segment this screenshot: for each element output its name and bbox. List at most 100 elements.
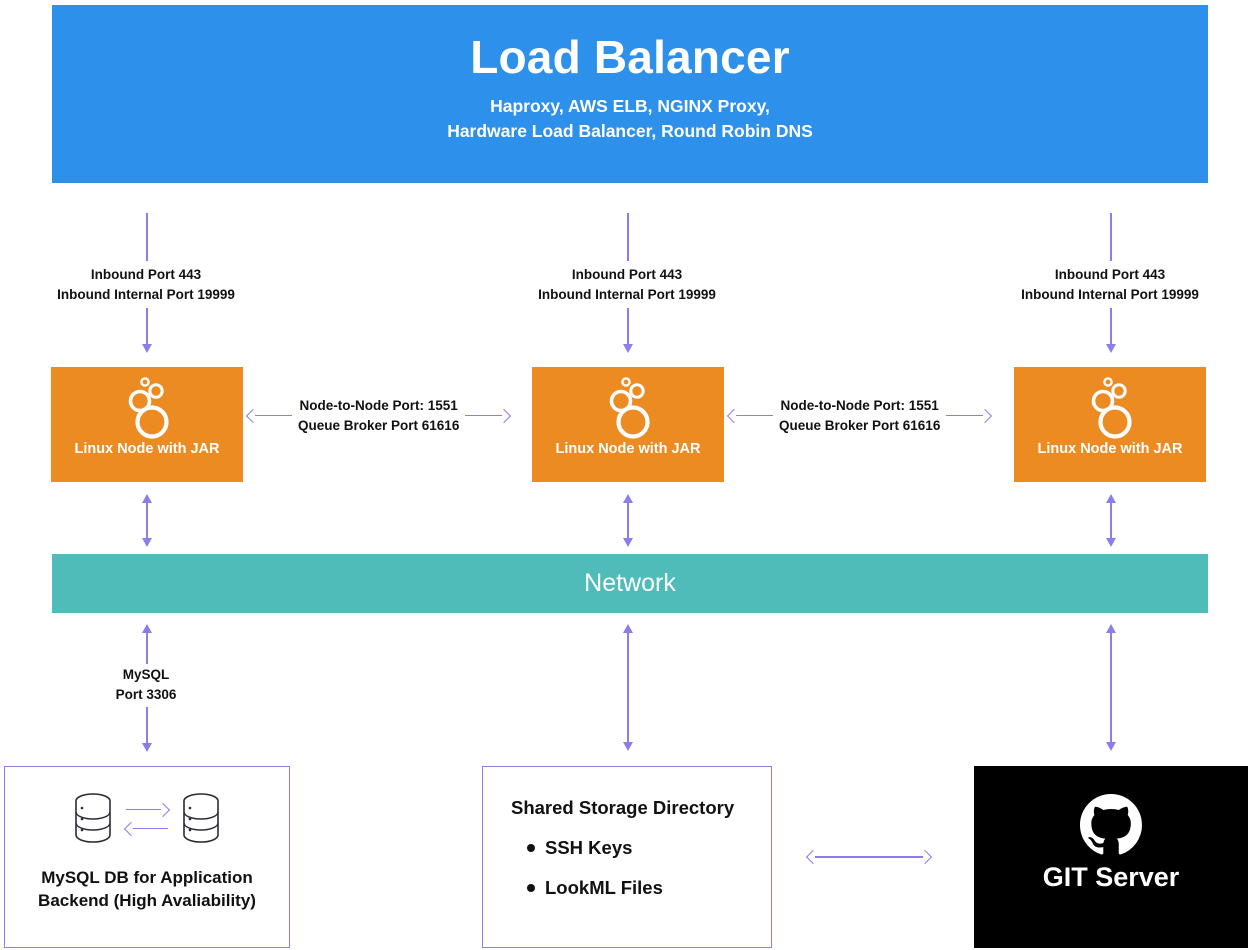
mysql-db-caption-line-1: MySQL DB for Application [41,868,253,887]
mysql-db-box[interactable]: MySQL DB for Application Backend (High A… [4,766,290,948]
inbound-port-label-3-line-2: Inbound Internal Port 19999 [1021,286,1199,302]
arrow-shaft [627,503,629,538]
arrow-shaft [627,633,629,742]
arrow-shaft [146,308,148,344]
arrow-down-icon [141,344,152,353]
git-server-box[interactable]: GIT Server [974,766,1248,948]
inbound-port-label-3-line-1: Inbound Port 443 [1054,267,1166,282]
linux-node-3[interactable]: Linux Node with JAR [1014,367,1206,482]
node-to-node-label-2-line-1: Node-to-Node Port: 1551 [780,398,939,413]
arrow-left-icon [726,408,773,423]
load-balancer-title: Load Balancer [470,31,790,83]
inbound-port-label-1-line-2: Inbound Internal Port 19999 [57,286,235,302]
inbound-port-label-2: Inbound Port 443 Inbound Internal Port 1… [527,265,727,304]
arrow-up-icon [1106,624,1116,633]
linux-node-2[interactable]: Linux Node with JAR [532,367,724,482]
arrow-right-icon [126,802,171,817]
arrow-shaft [146,707,148,743]
mysql-port-label: MySQL Port 3306 [66,665,226,704]
network-bar: Network [52,554,1208,613]
arrow-down-icon [142,743,152,752]
inbound-port-label-1-line-1: Inbound Port 443 [90,267,202,282]
mysql-port-label-line-2: Port 3306 [115,686,177,702]
git-connector-arrow [1106,624,1116,751]
load-balancer-box: Load Balancer Haproxy, AWS ELB, NGINX Pr… [52,5,1208,183]
load-balancer-subtitle-line-1: Haproxy, AWS ELB, NGINX Proxy, [490,95,770,116]
linux-node-1[interactable]: Linux Node with JAR [51,367,243,482]
arrow-shaft [627,308,629,344]
arrow-down-icon [622,344,633,353]
list-item: SSH Keys [527,837,771,859]
arrow-up-icon [1106,494,1116,503]
inbound-arrow-1 [141,308,152,353]
inbound-port-label-2-line-2: Inbound Internal Port 19999 [538,286,716,302]
network-label: Network [584,569,676,597]
bubbles-cluster-icon [609,377,650,439]
arrow-right-icon [465,408,512,423]
arrow-left-icon [123,821,168,836]
load-balancer-subtitle: Haproxy, AWS ELB, NGINX Proxy, Hardware … [447,94,813,145]
inbound-port-label-1: Inbound Port 443 Inbound Internal Port 1… [46,265,246,304]
arrow-shaft [146,633,148,664]
bubbles-cluster-icon [128,377,169,439]
shared-storage-item-label: SSH Keys [545,837,633,858]
connector-line [1110,213,1112,261]
inbound-arrow-3 [1105,308,1116,353]
shared-storage-box[interactable]: Shared Storage Directory SSH Keys LookML… [482,766,772,948]
mysql-connector-arrow-bottom [142,707,152,752]
node-network-arrow-2 [623,494,633,547]
storage-connector-arrow [623,624,633,751]
arrow-shaft [1110,308,1112,344]
arrow-up-icon [142,624,152,633]
linux-node-2-label: Linux Node with JAR [555,441,701,457]
arrow-right-icon [946,408,993,423]
inbound-connector-line-1 [146,213,148,261]
load-balancer-subtitle-line-2: Hardware Load Balancer, Round Robin DNS [447,121,813,142]
arrow-down-icon [623,742,633,751]
inbound-connector-line-3 [1110,213,1112,261]
arrow-down-icon [142,538,152,547]
inbound-arrow-2 [622,308,633,353]
git-server-label: GIT Server [1042,862,1180,892]
node-network-arrow-3 [1106,494,1116,547]
arrow-up-icon [142,494,152,503]
arrow-down-icon [1106,742,1116,751]
linux-node-3-label: Linux Node with JAR [1037,441,1183,457]
node-to-node-label-2-line-2: Queue Broker Port 61616 [779,417,941,433]
database-cylinder-icon [75,793,111,843]
linux-node-1-label: Linux Node with JAR [74,441,220,457]
node-to-node-label-1-line-1: Node-to-Node Port: 1551 [299,398,458,413]
node-to-node-connector-2: Node-to-Node Port: 1551 Queue Broker Por… [726,396,1009,435]
replication-arrows [123,802,171,836]
database-cylinder-icon [183,793,219,843]
connector-line [627,213,629,261]
bubbles-cluster-icon [1091,377,1132,439]
arrow-left-icon [805,849,821,865]
node-to-node-label-1-line-2: Queue Broker Port 61616 [298,417,460,433]
mysql-connector-arrow-top [142,624,152,664]
node-network-arrow-1 [142,494,152,547]
arrow-shaft [1110,633,1112,742]
shared-storage-item-label: LookML Files [545,877,663,898]
node-to-node-label-2: Node-to-Node Port: 1551 Queue Broker Por… [779,396,940,435]
arrow-up-icon [623,624,633,633]
node-to-node-label-1: Node-to-Node Port: 1551 Queue Broker Por… [298,396,459,435]
arrow-down-icon [623,538,633,547]
bullet-icon [527,844,535,852]
arrow-down-icon [1105,344,1116,353]
arrow-shaft [146,503,148,538]
arrow-shaft [815,856,923,858]
storage-git-double-arrow [805,849,933,865]
mysql-port-label-line-1: MySQL [122,667,170,682]
shared-storage-list: SSH Keys LookML Files [527,837,771,899]
connector-line [146,213,148,261]
arrow-left-icon [245,408,292,423]
arrow-down-icon [1106,538,1116,547]
inbound-port-label-3: Inbound Port 443 Inbound Internal Port 1… [1010,265,1210,304]
arrow-right-icon [917,849,933,865]
arrow-shaft [1110,503,1112,538]
inbound-connector-line-2 [627,213,629,261]
shared-storage-title: Shared Storage Directory [511,797,735,818]
github-octocat-icon [1080,794,1142,855]
